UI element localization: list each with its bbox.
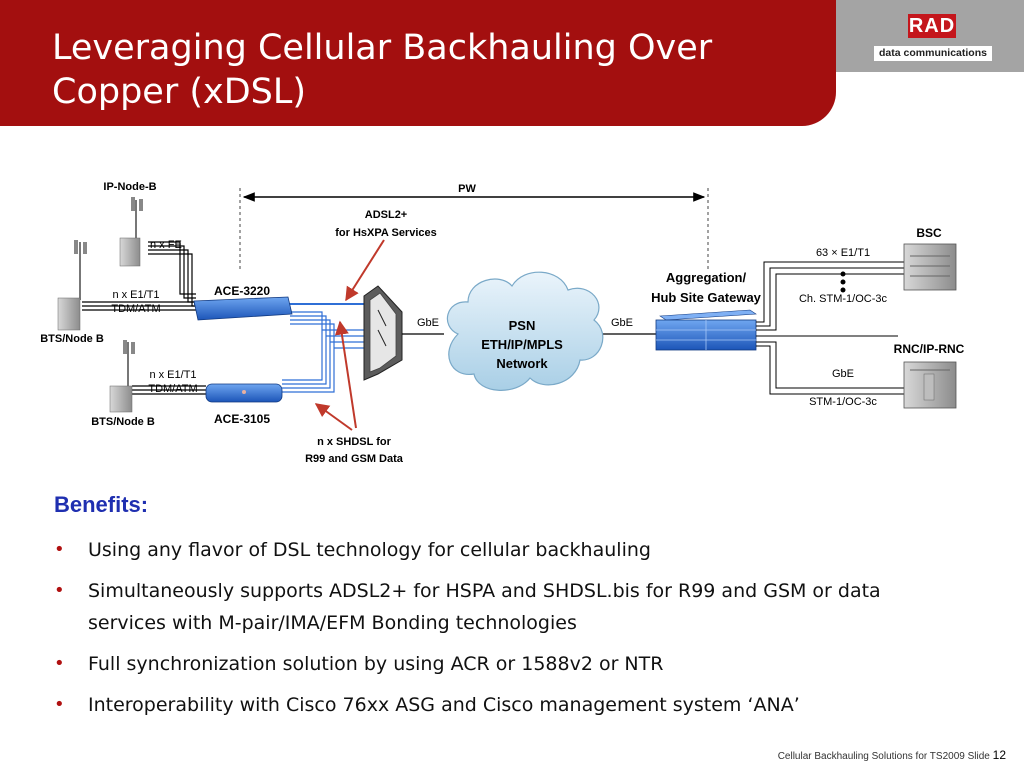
benefit-text: Using any flavor of DSL technology for c… <box>88 539 651 561</box>
bts-bottom-label: BTS/Node B <box>91 416 155 428</box>
bullet-icon: • <box>54 694 65 715</box>
dslam-device-icon <box>363 285 403 381</box>
slide-footer: Cellular Backhauling Solutions for TS200… <box>778 748 1006 762</box>
psn-label-1: PSN <box>509 318 536 333</box>
ip-node-b-label: IP-Node-B <box>103 181 156 193</box>
ch-stm-label: Ch. STM-1/OC-3c <box>799 293 888 305</box>
tdm-atm-bottom-label: TDM/ATM <box>148 383 197 395</box>
logo-tagline: data communications <box>874 46 992 61</box>
pw-bracket <box>239 188 709 272</box>
benefit-text: Interoperability with Cisco 76xx ASG and… <box>88 694 800 716</box>
psn-cloud-icon <box>446 271 604 391</box>
slide-number: 12 <box>992 748 1006 762</box>
e1-t1-top-label: n x E1/T1 <box>112 289 159 301</box>
bullet-icon: • <box>54 580 65 601</box>
bullet-icon: • <box>54 653 65 674</box>
ace-3220-label: ACE-3220 <box>214 284 270 298</box>
header-red-banner <box>0 0 836 126</box>
bsc-label: BSC <box>916 226 942 240</box>
benefit-item: • Full synchronization solution by using … <box>54 648 954 680</box>
benefit-text: Full synchronization solution by using A… <box>88 653 664 675</box>
benefit-item: • Simultaneously supports ADSL2+ for HSPA… <box>54 575 954 639</box>
adsl-arrow <box>345 239 385 302</box>
ace-3105-device-icon <box>205 383 283 403</box>
psn-label-3: Network <box>496 356 548 371</box>
bts-top-label: BTS/Node B <box>40 333 104 345</box>
gbe-left-label: GbE <box>417 317 439 329</box>
ace-3105-label: ACE-3105 <box>214 412 270 426</box>
bts-top-tower-icon <box>57 240 87 331</box>
shdsl-label-2: R99 and GSM Data <box>305 453 404 465</box>
benefits-list: • Using any flavor of DSL technology for … <box>54 534 954 730</box>
logo-brand: RAD <box>908 14 956 38</box>
e1-t1-bottom-label: n x E1/T1 <box>149 369 196 381</box>
aggregation-label-1: Aggregation/ <box>666 270 747 285</box>
benefit-item: • Interoperability with Cisco 76xx ASG an… <box>54 689 954 721</box>
shdsl-label-1: n x SHDSL for <box>317 436 391 448</box>
adsl-label-2: for HsXPA Services <box>335 227 437 239</box>
bsc-server-icon <box>903 243 957 291</box>
ace-3220-device-icon <box>193 296 293 321</box>
slide-title: Leveraging Cellular Backhauling Over Cop… <box>52 28 713 112</box>
adsl-label-1: ADSL2+ <box>365 209 408 221</box>
benefit-text: Simultaneously supports ADSL2+ for HSPA … <box>88 580 881 634</box>
ip-node-b-tower-icon <box>119 197 143 267</box>
gbe-rnc-label: GbE <box>832 368 854 380</box>
pw-label: PW <box>458 183 476 195</box>
benefits-heading: Benefits: <box>54 492 149 517</box>
rad-logo: RAD data communications <box>874 14 992 62</box>
copper-lines <box>82 241 370 395</box>
n-x-fe-label: n x FE <box>150 239 182 251</box>
aggregation-label-2: Hub Site Gateway <box>651 290 762 305</box>
e1-63-label: 63 × E1/T1 <box>816 247 870 259</box>
stm-rnc-label: STM-1/OC-3c <box>809 396 877 408</box>
footer-text: Cellular Backhauling Solutions for TS200… <box>777 751 990 762</box>
psn-label-2: ETH/IP/MPLS <box>481 337 563 352</box>
bullet-icon: • <box>54 539 65 560</box>
rnc-label: RNC/IP-RNC <box>894 342 965 356</box>
bts-bottom-tower-icon <box>109 340 135 413</box>
shdsl-arrow-2 <box>314 403 353 431</box>
gbe-right-label: GbE <box>611 317 633 329</box>
rnc-server-icon <box>903 361 957 409</box>
shdsl-arrow-1 <box>334 320 357 429</box>
tdm-atm-top-label: TDM/ATM <box>111 303 160 315</box>
network-diagram: PW IP-Node-B n x FE n x E1/T1 <box>40 181 965 465</box>
ellipsis-dots <box>840 271 846 293</box>
aggregation-gateway-icon <box>655 309 757 351</box>
benefit-item: • Using any flavor of DSL technology for … <box>54 534 954 566</box>
right-links <box>756 261 904 395</box>
